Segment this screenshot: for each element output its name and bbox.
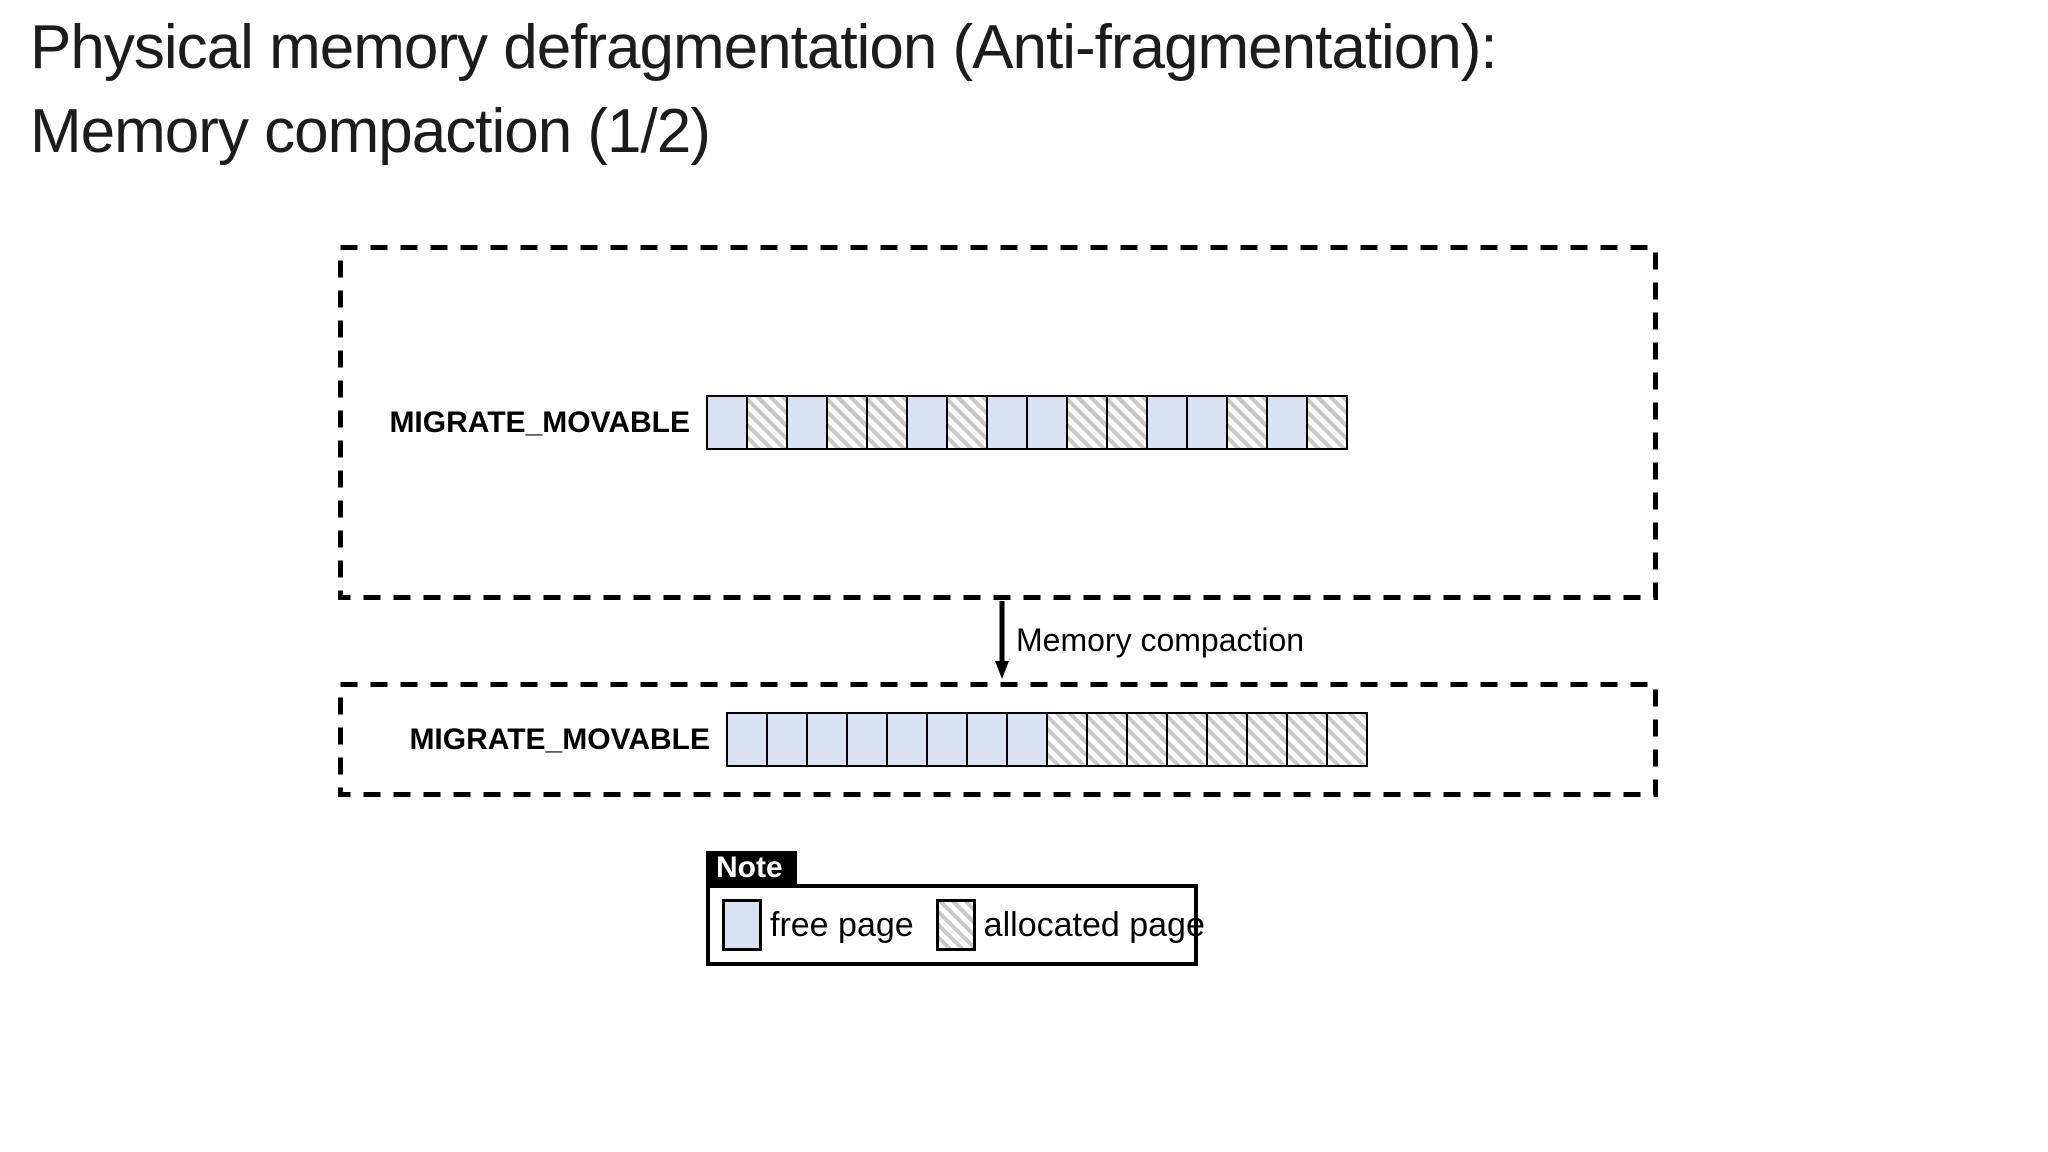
memory-compaction-label: Memory compaction — [1016, 622, 1305, 658]
free-page-cell — [1186, 395, 1228, 450]
free-page-cell — [766, 712, 808, 767]
free-page-cell — [806, 712, 848, 767]
allocated-page-cell — [866, 395, 908, 450]
free-page-cell — [846, 712, 888, 767]
free-page-cell — [726, 712, 768, 767]
memory-row-after: MIGRATE_MOVABLE — [409, 712, 1368, 767]
allocated-page-cell — [1126, 712, 1168, 767]
migrate-movable-label-before: MIGRATE_MOVABLE — [389, 405, 690, 439]
before-compaction-dashed-box — [338, 245, 1658, 600]
free-page-cell — [786, 395, 828, 450]
slide-title: Physical memory defragmentation (Anti-fr… — [30, 6, 1498, 174]
legend-box: free page allocated page — [706, 884, 1205, 966]
allocated-page-cell — [826, 395, 868, 450]
free-page-cell — [1266, 395, 1308, 450]
free-page-cell — [986, 395, 1028, 450]
slide-title-line2: Memory compaction (1/2) — [30, 97, 711, 166]
allocated-page-cell — [1066, 395, 1108, 450]
allocated-page-cell — [1286, 712, 1328, 767]
allocated-page-cell — [1086, 712, 1128, 767]
allocated-page-cell — [1206, 712, 1248, 767]
allocated-page-cell — [1106, 395, 1148, 450]
allocated-page-label: allocated page — [983, 905, 1205, 944]
allocated-page-cell — [1046, 712, 1088, 767]
migrate-movable-label-after: MIGRATE_MOVABLE — [409, 722, 710, 756]
allocated-page-swatch-icon — [935, 899, 976, 951]
memory-row-before: MIGRATE_MOVABLE — [389, 395, 1348, 450]
allocated-page-cell — [1166, 712, 1208, 767]
free-page-cell — [1146, 395, 1188, 450]
allocated-page-cell — [1226, 395, 1268, 450]
allocated-page-cell — [946, 395, 988, 450]
free-page-cell — [706, 395, 748, 450]
free-page-cell — [966, 712, 1008, 767]
allocated-page-cell — [1246, 712, 1288, 767]
memory-compaction-arrow-icon — [995, 601, 1009, 679]
free-page-cell — [1006, 712, 1048, 767]
allocated-page-cell — [1306, 395, 1348, 450]
free-page-swatch-icon — [722, 899, 762, 951]
after-compaction-dashed-box — [338, 682, 1658, 797]
note-tab: Note — [706, 851, 797, 886]
free-page-cell — [926, 712, 968, 767]
free-page-label: free page — [770, 905, 914, 944]
allocated-page-cell — [1326, 712, 1368, 767]
legend-item-allocated-page: allocated page — [935, 899, 1205, 951]
allocated-page-cell — [746, 395, 788, 450]
slide-title-line1: Physical memory defragmentation (Anti-fr… — [30, 13, 1498, 82]
free-page-cell — [1026, 395, 1068, 450]
free-page-cell — [906, 395, 948, 450]
legend-item-free-page: free page — [722, 899, 914, 951]
free-page-cell — [886, 712, 928, 767]
